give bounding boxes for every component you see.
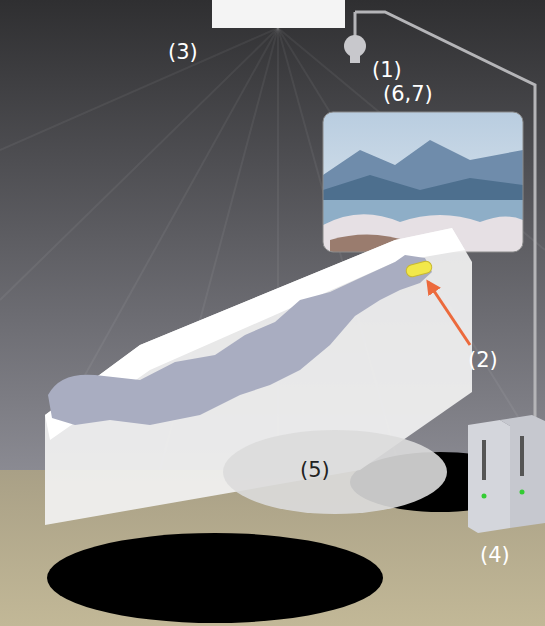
callout-number: (1) xyxy=(372,60,402,81)
callout-number: (6,7) xyxy=(383,84,433,105)
sensor-band xyxy=(405,260,433,278)
callout-number: (3) xyxy=(168,42,198,63)
lamp-base xyxy=(350,55,360,63)
pointer-arrow xyxy=(428,282,470,345)
ceiling-panel xyxy=(212,0,345,28)
lamp xyxy=(344,35,366,57)
callout-number: (2) xyxy=(468,350,498,371)
shadow xyxy=(47,533,383,623)
callout-number: (5) xyxy=(300,460,330,481)
callout-number: (4) xyxy=(480,545,510,566)
person-silhouette xyxy=(48,255,432,425)
bed-rim xyxy=(45,228,465,440)
computers xyxy=(468,415,545,533)
lamp-stem xyxy=(354,12,357,36)
picture-frame xyxy=(323,112,523,252)
platform xyxy=(223,430,447,514)
bed-body xyxy=(45,228,472,525)
landscape-picture xyxy=(323,112,523,252)
